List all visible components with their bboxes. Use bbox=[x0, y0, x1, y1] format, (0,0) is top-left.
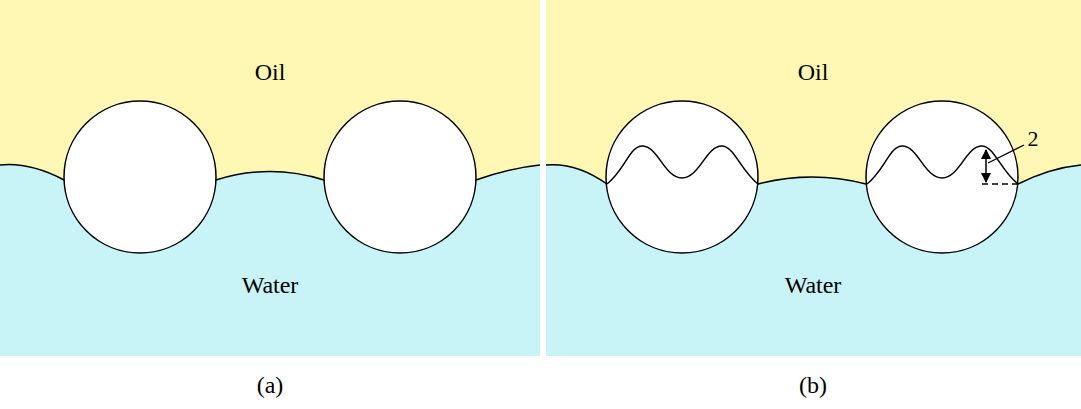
dimension-arrow bbox=[985, 150, 987, 182]
particle bbox=[866, 101, 1018, 253]
wavy-interface bbox=[867, 146, 1018, 184]
particle bbox=[606, 101, 758, 253]
particle bbox=[64, 101, 216, 253]
phase-label: Water bbox=[785, 273, 842, 297]
callout-number: 2 bbox=[1028, 128, 1039, 150]
leader-line bbox=[988, 145, 1024, 163]
panel-a bbox=[0, 0, 540, 356]
panel-gap bbox=[540, 0, 546, 409]
oil-phase bbox=[546, 0, 1081, 356]
oil-phase bbox=[0, 0, 540, 356]
particle bbox=[324, 101, 476, 253]
wavy-interface bbox=[607, 146, 758, 184]
panel-label: (b) bbox=[799, 373, 827, 397]
phase-label: Water bbox=[242, 273, 299, 297]
panel-b bbox=[546, 0, 1081, 356]
phase-label: Oil bbox=[255, 60, 286, 84]
reference-line bbox=[982, 183, 1022, 185]
panel-label: (a) bbox=[257, 373, 284, 397]
phase-label: Oil bbox=[798, 60, 829, 84]
